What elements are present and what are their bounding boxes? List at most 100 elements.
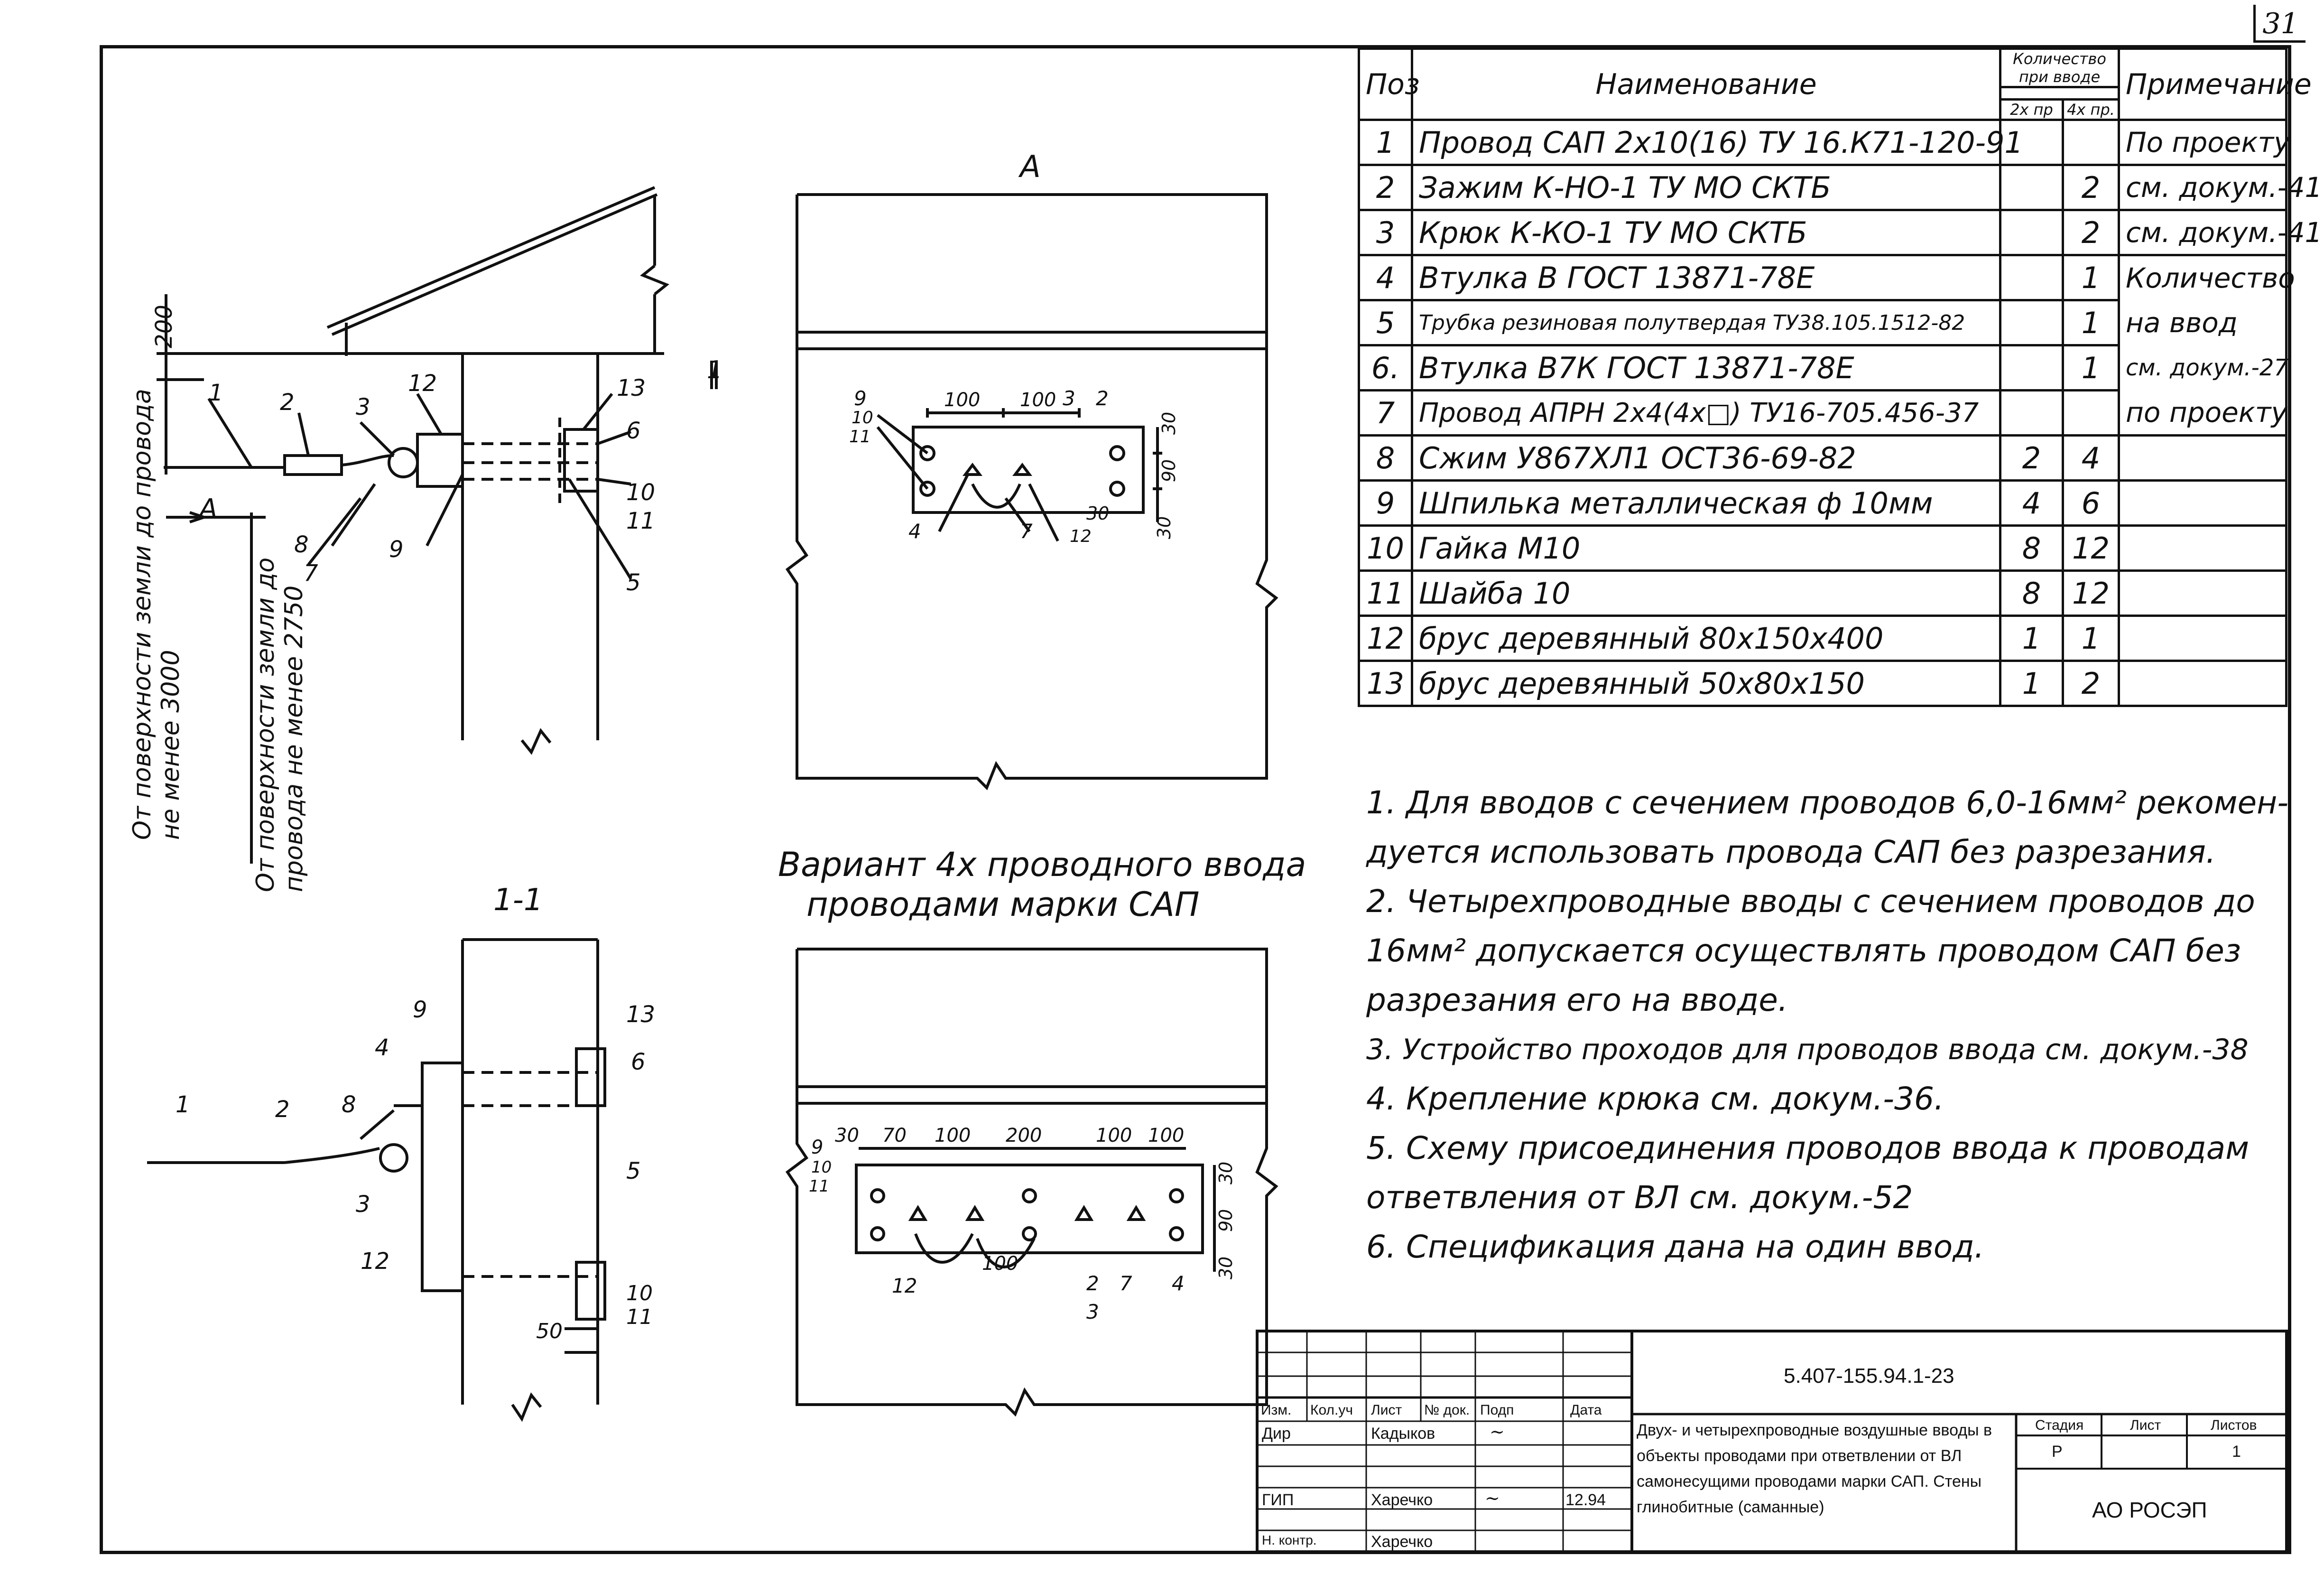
row-note: По проекту	[2118, 119, 2290, 166]
pos-label: 1	[209, 380, 223, 406]
pos-label: 13	[617, 375, 646, 401]
col-label: Лист	[1371, 1402, 1402, 1418]
table-row: 6. Втулка В7К ГОСТ 13871-78Е 1 см. докум…	[1358, 344, 2288, 391]
sheets: 1	[2232, 1443, 2241, 1461]
row-pos: 1	[1358, 119, 1413, 166]
table-row: 12 брус деревянный 80х150х400 1 1	[1358, 615, 2288, 662]
view-a-label-item: 9	[854, 387, 867, 410]
title-block-grid	[1256, 1330, 2288, 1553]
variant-dim: 100	[1096, 1125, 1132, 1146]
header-name: Наименование	[1411, 47, 2001, 121]
table-row: 3 Крюк К-КО-1 ТУ МО СКТБ 2 см. докум.-41	[1358, 209, 2322, 256]
row-note: см. докум.-27	[2118, 345, 2288, 391]
row-pos: 8	[1358, 434, 1413, 482]
row-name: Крюк К-КО-1 ТУ МО СКТБ	[1411, 209, 2001, 256]
ground-to-wire2-line1: От поверхности земли до	[251, 557, 280, 892]
variant-dim: 90	[1215, 1209, 1237, 1232]
variant-dim: 200	[1006, 1125, 1042, 1146]
row-pos: 12	[1358, 615, 1413, 662]
header-qty-2: 2х пр	[1999, 98, 2064, 121]
note-line: 16мм² допускается осуществлять проводом …	[1366, 932, 2241, 969]
pos-label: 5	[626, 569, 641, 596]
row-name: брус деревянный 80х150х400	[1411, 615, 2001, 662]
row-name: Гайка М10	[1411, 524, 2001, 572]
row-pos: 4	[1358, 254, 1413, 301]
view-a-dim: 30	[1158, 411, 1180, 435]
row-q4: 4	[2061, 434, 2120, 482]
variant-label: 9	[811, 1137, 824, 1158]
row-pos: 13	[1358, 660, 1413, 707]
arrow-a-label: А	[199, 494, 218, 524]
section-label: 10	[626, 1281, 653, 1305]
view-a-dim: 100	[1020, 389, 1056, 411]
note-line: дуется использовать провода САП без разр…	[1366, 834, 2216, 870]
row-name: Трубка резиновая полутвердая ТУ38.105.15…	[1411, 299, 2001, 346]
view-a-label: А	[1020, 149, 1041, 185]
pos-label: 8	[294, 531, 309, 558]
variant-dim: 30	[1215, 1256, 1237, 1280]
header-note: Примечание	[2118, 47, 2312, 121]
row-q4: 1	[2061, 299, 2120, 346]
row-q4: 1	[2061, 254, 2120, 301]
row-q2: 2	[1999, 434, 2064, 482]
note-line: 3. Устройство проходов для проводов ввод…	[1366, 1033, 2249, 1066]
ground-to-wire-line1: От поверхности земли до провода	[128, 389, 157, 840]
row-q4: 12	[2061, 569, 2120, 617]
row-q2: 1	[1999, 660, 2064, 707]
title-block: 5.407-155.94.1-23 Изм. Кол.уч Лист № док…	[1256, 1330, 2288, 1553]
variant-dim: 30	[1215, 1161, 1237, 1185]
row-name: Провод САП 2х10(16) ТУ 16.К71-120-91	[1411, 119, 2023, 166]
note-line: 1. Для вводов с сечением проводов 6,0-16…	[1366, 784, 2289, 821]
row-q2: 8	[1999, 524, 2064, 572]
stage: Р	[2052, 1443, 2063, 1461]
pos-label: 11	[626, 508, 656, 534]
table-row: 5 Трубка резиновая полутвердая ТУ38.105.…	[1358, 299, 2288, 346]
pos-label: 12	[408, 370, 437, 397]
row-q2	[1999, 299, 2064, 346]
name: Харечко	[1371, 1491, 1433, 1509]
variant-dim: 100	[1148, 1125, 1185, 1146]
row-q4: 1	[2061, 344, 2120, 391]
section-mark: 1	[707, 356, 723, 384]
view-a-dim: 90	[1158, 459, 1180, 483]
row-note: см. докум.-41	[2118, 209, 2322, 256]
row-pos: 2	[1358, 164, 1413, 211]
row-q2	[1999, 344, 2064, 391]
row-q2	[1999, 209, 2064, 256]
note-line: 6. Спецификация дана на один ввод.	[1366, 1229, 1984, 1265]
variant-dim: 70	[882, 1125, 907, 1146]
note-line: 5. Схему присоединения проводов ввода к …	[1366, 1130, 2249, 1166]
row-note	[2118, 615, 2288, 662]
row-q4: 2	[2061, 209, 2120, 256]
pos-label: 2	[280, 389, 295, 416]
row-pos: 6.	[1358, 344, 1413, 391]
row-name: Втулка В7К ГОСТ 13871-78Е	[1411, 344, 2001, 391]
section-label: 12	[361, 1248, 390, 1275]
variant-label: 3	[1086, 1300, 1099, 1323]
variant-label: 2	[1086, 1272, 1099, 1295]
col-label: Кол.уч	[1310, 1402, 1353, 1418]
pos-label: 10	[626, 479, 656, 506]
row-q2	[1999, 254, 2064, 301]
role: ГИП	[1262, 1491, 1294, 1509]
row-note: на ввод	[2118, 300, 2288, 345]
row-q2: 1	[1999, 615, 2064, 662]
row-q2	[1999, 389, 2064, 437]
pos-label: 7	[304, 560, 318, 587]
variant-dim: 100	[982, 1253, 1018, 1275]
row-note	[2118, 660, 2288, 707]
sheet-frame	[100, 45, 2291, 1554]
table-row: 1 Провод САП 2х10(16) ТУ 16.К71-120-91 П…	[1358, 119, 2290, 166]
name: Харечко	[1371, 1533, 1433, 1551]
view-a-label-item: 3	[1063, 387, 1075, 410]
row-note: см. докум.-41	[2118, 164, 2322, 211]
row-name: Втулка В ГОСТ 13871-78Е	[1411, 254, 2001, 301]
dim-50-label: 50	[536, 1319, 563, 1343]
page-number: 31	[2253, 5, 2305, 43]
row-q4: 12	[2061, 524, 2120, 572]
variant-label: 10	[811, 1158, 832, 1177]
variant-label: 7	[1120, 1272, 1132, 1295]
section-label: 4	[375, 1034, 389, 1061]
row-name: Провод АПРН 2х4(4х□) ТУ16-705.456-37	[1411, 389, 2001, 437]
